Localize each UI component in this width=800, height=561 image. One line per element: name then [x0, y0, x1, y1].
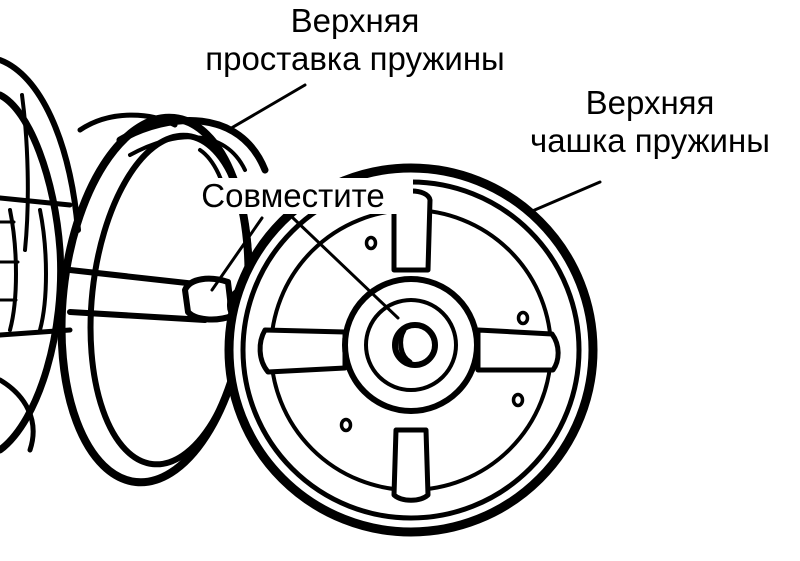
label-upper-spring-spacer-line2: проставка пружины: [205, 40, 505, 77]
coil-spring-left: [0, 57, 81, 454]
label-align: Совместите: [173, 178, 413, 214]
label-upper-spring-cup-line2: чашка пружины: [530, 122, 770, 159]
label-upper-spring-spacer: Верхняя проставка пружины: [170, 2, 540, 78]
label-upper-spring-cup-line1: Верхняя: [585, 84, 715, 121]
leader-upper-spacer: [226, 83, 307, 132]
label-upper-spring-spacer-line1: Верхняя: [290, 2, 420, 39]
leader-align-tab: [210, 216, 264, 292]
label-upper-spring-cup: Верхняя чашка пружины: [500, 84, 800, 160]
upper-spring-cup: [224, 163, 598, 537]
leader-align-hub: [291, 216, 400, 320]
leader-upper-cup: [528, 180, 602, 214]
leader-lines: [210, 83, 602, 320]
